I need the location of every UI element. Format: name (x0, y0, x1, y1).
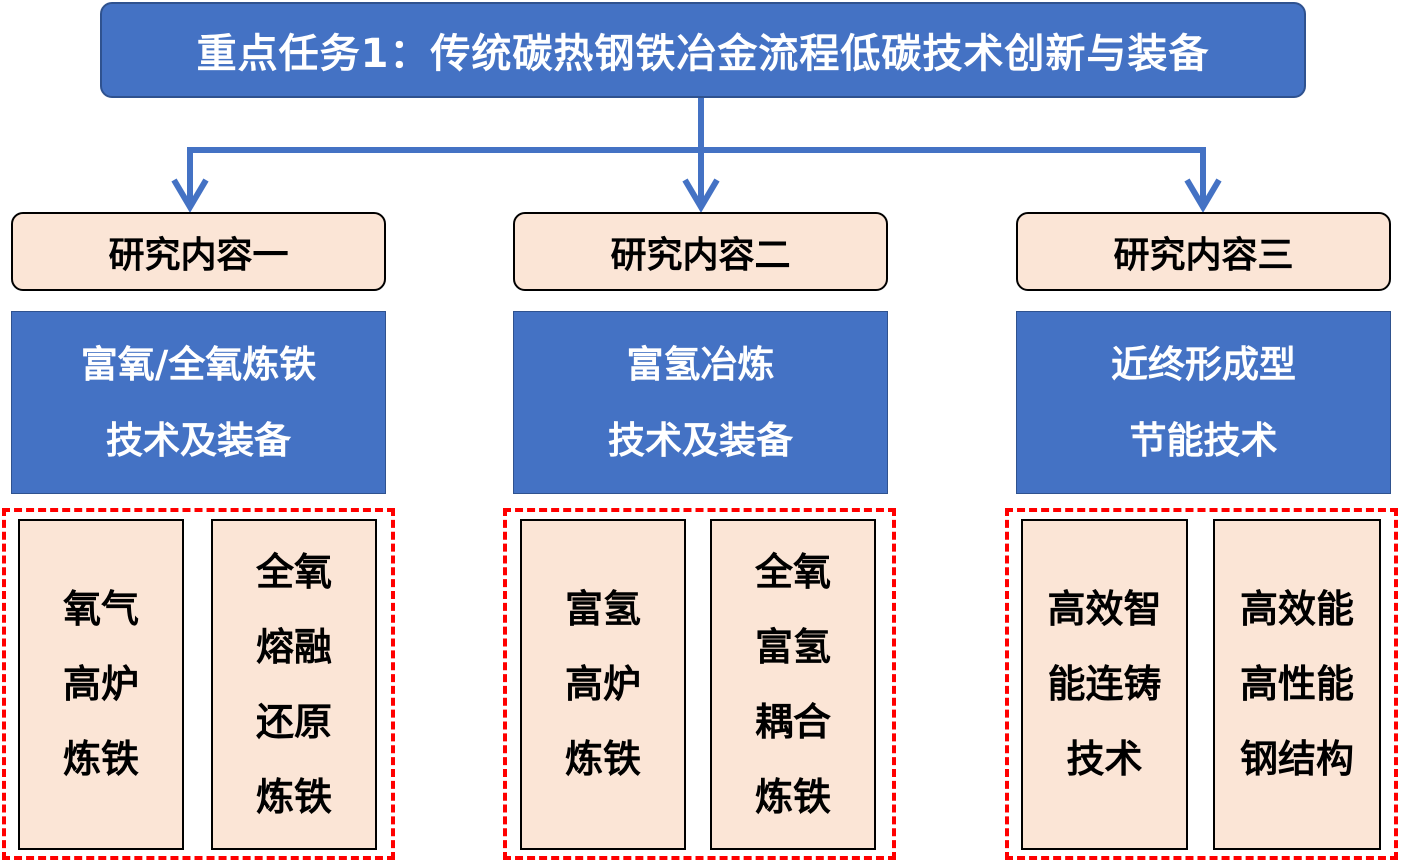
item-line: 高炉 (62, 662, 139, 706)
item-line: 还原 (255, 699, 332, 744)
subtopic-group-3 (1005, 508, 1398, 860)
research-topic-2: 富氢冶炼 技术及装备 (513, 311, 888, 494)
topic-line: 近终形成型 (1111, 342, 1296, 386)
item-line: 高性能 (1239, 662, 1354, 706)
topic-line: 技术及装备 (608, 418, 793, 462)
subtopic-item: 高效智 能连铸 技术 (1021, 519, 1188, 850)
research-content-3-heading: 研究内容三 (1016, 212, 1391, 291)
topic-line: 富氧/全氧炼铁 (80, 342, 317, 386)
research-topic-1: 富氧/全氧炼铁 技术及装备 (11, 311, 386, 494)
subtopic-item: 富氢 高炉 炼铁 (520, 519, 686, 850)
subtopic-group-2 (503, 508, 896, 860)
arrow-head-right (1184, 178, 1222, 213)
research-content-2-heading: 研究内容二 (513, 212, 888, 291)
topic-line: 技术及装备 (106, 418, 291, 462)
item-line: 炼铁 (62, 737, 139, 781)
item-line: 富氢 (754, 624, 831, 669)
item-line: 熔融 (255, 624, 332, 669)
subtopic-item: 全氧 富氢 耦合 炼铁 (710, 519, 876, 850)
topic-line: 节能技术 (1129, 418, 1278, 462)
item-line: 高炉 (564, 662, 641, 706)
item-line: 炼铁 (564, 737, 641, 781)
arrow-head-left (171, 178, 209, 213)
item-line: 能连铸 (1047, 662, 1162, 706)
main-task-title: 重点任务1：传统碳热钢铁冶金流程低碳技术创新与装备 (100, 2, 1306, 98)
subtopic-group-1 (2, 508, 395, 860)
item-line: 炼铁 (754, 774, 831, 819)
item-line: 氧气 (62, 587, 139, 631)
topic-line: 富氢冶炼 (626, 342, 775, 386)
item-line: 耦合 (754, 699, 831, 744)
item-line: 全氧 (754, 549, 831, 594)
item-line: 钢结构 (1239, 737, 1354, 781)
arrow-head-center (682, 178, 720, 213)
subtopic-item: 氧气 高炉 炼铁 (18, 519, 184, 850)
subtopic-item: 高效能 高性能 钢结构 (1213, 519, 1381, 850)
item-line: 富氢 (564, 587, 641, 631)
item-line: 技术 (1066, 737, 1143, 781)
item-line: 高效智 (1047, 587, 1162, 631)
research-topic-3: 近终形成型 节能技术 (1016, 311, 1391, 494)
item-line: 炼铁 (255, 774, 332, 819)
subtopic-item: 全氧 熔融 还原 炼铁 (211, 519, 377, 850)
item-line: 高效能 (1239, 587, 1354, 631)
research-content-1-heading: 研究内容一 (11, 212, 386, 291)
item-line: 全氧 (255, 549, 332, 594)
